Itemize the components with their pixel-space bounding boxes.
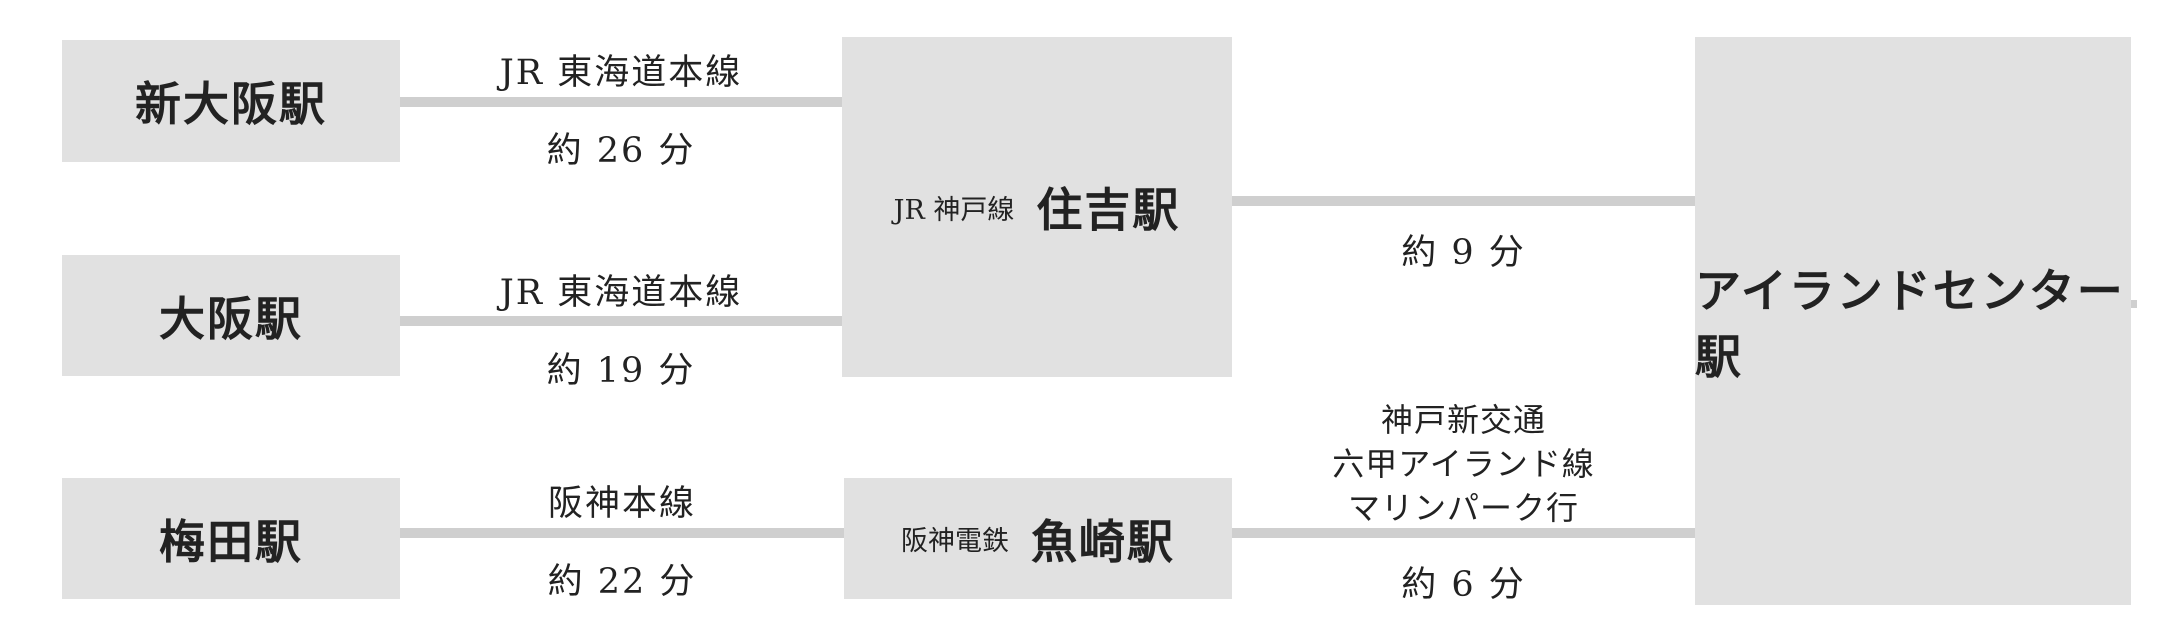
route-line-umeda — [400, 528, 844, 538]
route-line-name: 阪神本線 — [547, 484, 696, 524]
route-line-sumiyoshi — [1232, 196, 1695, 206]
route-line-name: JR 東海道本線 — [499, 53, 743, 93]
station-name: 大阪駅 — [159, 291, 303, 346]
route-time: 約 22 分 — [547, 562, 697, 602]
station-name: アイランドセンター駅 — [1695, 264, 2125, 384]
station-name: 住吉駅 — [1036, 183, 1181, 237]
route-line-name-2: 六甲アイランド線 — [1332, 445, 1595, 483]
route-line-shin-osaka — [400, 97, 842, 107]
route-line-name-3: マリンパーク行 — [1347, 489, 1579, 527]
route-line-name: JR 東海道本線 — [499, 273, 743, 313]
station-name: 新大阪駅 — [135, 77, 327, 131]
station-name: 魚崎駅 — [1031, 514, 1175, 569]
route-time: 約 26 分 — [546, 131, 696, 171]
station-osaka: 大阪駅 — [62, 255, 400, 376]
connector-tail — [2131, 300, 2137, 308]
station-name: 梅田駅 — [159, 514, 303, 569]
route-line-name-1: 神戸新交通 — [1380, 401, 1546, 439]
station-umeda: 梅田駅 — [62, 478, 400, 599]
route-time: 約 9 分 — [1401, 233, 1526, 273]
station-sumiyoshi: JR 神戸線 住吉駅 — [842, 37, 1232, 377]
station-line: 阪神電鉄 — [901, 526, 1009, 557]
station-uozaki: 阪神電鉄 魚崎駅 — [844, 478, 1232, 599]
route-time: 約 6 分 — [1401, 565, 1526, 605]
route-time: 約 19 分 — [546, 351, 696, 391]
route-line-osaka — [400, 316, 842, 326]
station-island-center: アイランドセンター駅 — [1695, 37, 2131, 605]
station-shin-osaka: 新大阪駅 — [62, 40, 400, 162]
station-line: JR 神戸線 — [893, 194, 1015, 226]
route-line-name: 神戸新交通 六甲アイランド線 マリンパーク行 — [1232, 398, 1695, 530]
route-line-uozaki — [1232, 528, 1695, 538]
